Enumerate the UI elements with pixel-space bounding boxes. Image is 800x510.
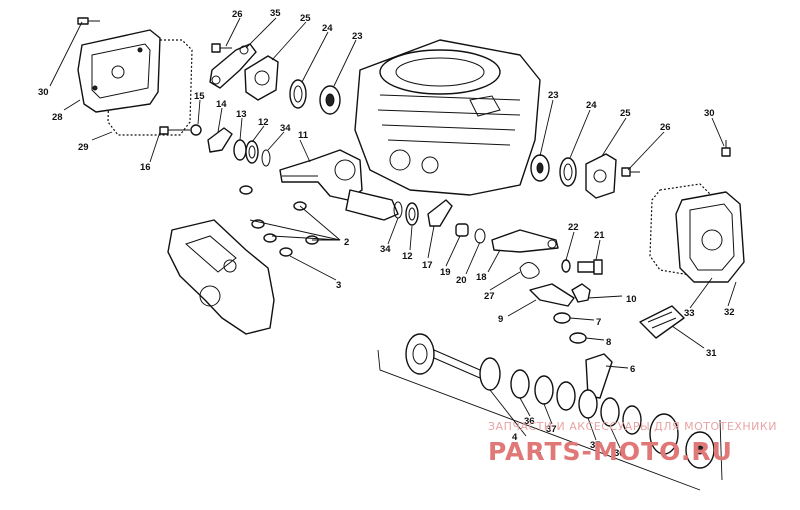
cylinder-cover-left	[77, 29, 193, 136]
assembly-brackets	[377, 349, 723, 491]
lever-14	[207, 127, 233, 153]
o-ring-3	[279, 247, 293, 257]
callout-18: 18	[476, 272, 487, 283]
callout-9: 9	[498, 314, 503, 325]
flange-25-top	[244, 55, 279, 101]
nut-10	[571, 283, 591, 303]
callout-10: 10	[626, 294, 637, 305]
callout-2: 2	[344, 237, 349, 248]
crankcase-half	[167, 219, 275, 335]
callout-26-right: 26	[660, 122, 671, 133]
washer-22	[561, 259, 571, 273]
leader-lines	[49, 17, 737, 449]
callout-24: 24	[322, 23, 333, 34]
callout-28: 28	[52, 112, 63, 123]
flange-25-right	[585, 153, 617, 199]
callout-35: 35	[270, 8, 281, 19]
callout-labels: 26 35 25 24 23 30 28 29 15 14 13 12 34 1…	[38, 8, 735, 459]
callout-25-right: 25	[620, 108, 631, 119]
callout-25: 25	[300, 13, 311, 24]
watermark: ЗАПЧАСТИ И АКСЕССУАРЫ ДЛЯ МОТОТЕХНИКИ PA…	[488, 420, 777, 466]
callout-29: 29	[78, 142, 89, 153]
nut-15	[190, 124, 202, 136]
callout-24-right: 24	[586, 100, 597, 111]
screw-left-30	[77, 17, 100, 25]
callout-12-low: 12	[402, 251, 413, 262]
spring-27	[519, 262, 540, 279]
seal-12-top	[245, 140, 259, 164]
washer-7	[553, 312, 571, 324]
callout-8: 8	[606, 337, 611, 348]
callout-14: 14	[216, 99, 227, 110]
callout-23-right: 23	[548, 90, 559, 101]
crankshaft-11	[279, 149, 399, 221]
callout-30: 30	[38, 87, 49, 98]
washer-13	[233, 139, 247, 161]
link-9	[529, 283, 575, 307]
lever-18	[491, 229, 559, 253]
callout-33: 33	[684, 308, 695, 319]
balancer-shaft-assembly	[405, 333, 715, 469]
cylinder-block	[354, 39, 541, 196]
seal-12-low	[405, 202, 419, 226]
screw-26-right	[621, 167, 640, 177]
lever-17	[427, 199, 453, 227]
callout-16: 16	[140, 162, 151, 173]
watermark-brand: PARTS-MOTO.RU	[488, 437, 733, 466]
gear-23-top	[319, 85, 341, 115]
watermark-top-line: ЗАПЧАСТИ И АКСЕССУАРЫ ДЛЯ МОТОТЕХНИКИ	[488, 420, 777, 433]
callout-13: 13	[236, 109, 247, 120]
callout-30-right: 30	[704, 108, 715, 119]
bushing-8	[569, 332, 587, 344]
callout-19: 19	[440, 267, 451, 278]
bearing-24-right	[559, 157, 577, 187]
bracket-35	[209, 43, 257, 89]
o-rings-2	[239, 185, 319, 245]
callout-23: 23	[352, 31, 363, 42]
gear-23-right	[530, 154, 550, 182]
callout-26: 26	[232, 9, 243, 20]
callout-22: 22	[568, 222, 579, 233]
callout-7: 7	[596, 317, 601, 328]
bolt-21	[577, 259, 603, 275]
callout-11: 11	[298, 130, 309, 141]
cylinder-cover-right	[649, 183, 745, 283]
callout-34: 34	[280, 123, 291, 134]
callout-34-low: 34	[380, 244, 391, 255]
screw-30-right	[721, 140, 731, 157]
callout-36-b: 36	[614, 448, 625, 459]
clip-20	[474, 228, 486, 244]
callout-4: 4	[512, 432, 518, 443]
screw-26-top	[211, 43, 232, 53]
callout-36: 36	[524, 416, 535, 427]
callout-5: 5	[536, 448, 542, 459]
callout-12: 12	[258, 117, 269, 128]
bushing-19	[455, 223, 469, 237]
rubber-pad-31	[639, 305, 685, 339]
ring-34-top	[261, 149, 271, 167]
callout-32: 32	[724, 307, 735, 318]
callout-15: 15	[194, 91, 205, 102]
bolt-16	[159, 126, 190, 135]
callout-31: 31	[706, 348, 717, 359]
callout-17: 17	[422, 260, 433, 271]
callout-20: 20	[456, 275, 467, 286]
callout-21: 21	[594, 230, 605, 241]
bearing-24-top	[289, 79, 307, 109]
callout-3: 3	[336, 280, 341, 291]
callout-37: 37	[546, 424, 557, 435]
callout-27: 27	[484, 291, 495, 302]
callout-6: 6	[630, 364, 635, 375]
callout-37-b: 37	[590, 440, 601, 451]
